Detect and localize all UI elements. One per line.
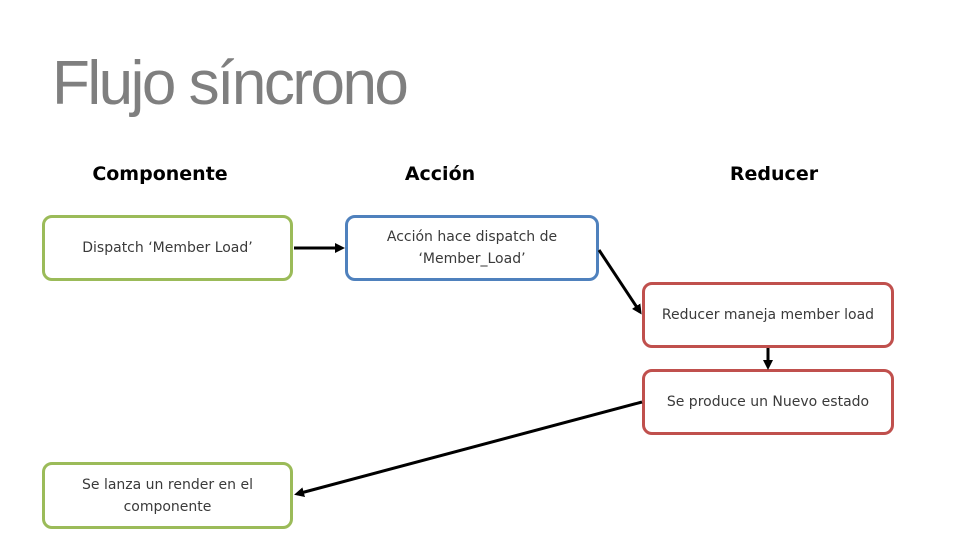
box-accion-dispatch: Acción hace dispatch de ‘Member_Load’ <box>345 215 599 281</box>
column-header-accion: Acción <box>404 163 476 185</box>
column-header-reducer: Reducer <box>729 163 819 185</box>
arrow-estado-to-render <box>294 400 643 498</box>
box-render-componente: Se lanza un render en el componente <box>42 462 293 529</box>
box-nuevo-estado: Se produce un Nuevo estado <box>642 369 894 435</box>
box-render-componente-text: Se lanza un render en el componente <box>82 476 253 515</box>
box-dispatch-member-load: Dispatch ‘Member Load’ <box>42 215 293 281</box>
box-reducer-maneja: Reducer maneja member load <box>642 282 894 348</box>
box-accion-dispatch-text: Acción hace dispatch de ‘Member_Load’ <box>386 229 558 267</box>
slide-title: Flujo síncrono <box>52 49 409 118</box>
column-header-componente: Componente <box>92 163 228 185</box>
box-nuevo-estado-text: Se produce un Nuevo estado <box>666 394 870 410</box>
box-reducer-maneja-text: Reducer maneja member load <box>661 307 875 323</box>
arrow-accion-to-reducer <box>597 249 642 315</box>
box-dispatch-member-load-text: Dispatch ‘Member Load’ <box>82 240 253 256</box>
